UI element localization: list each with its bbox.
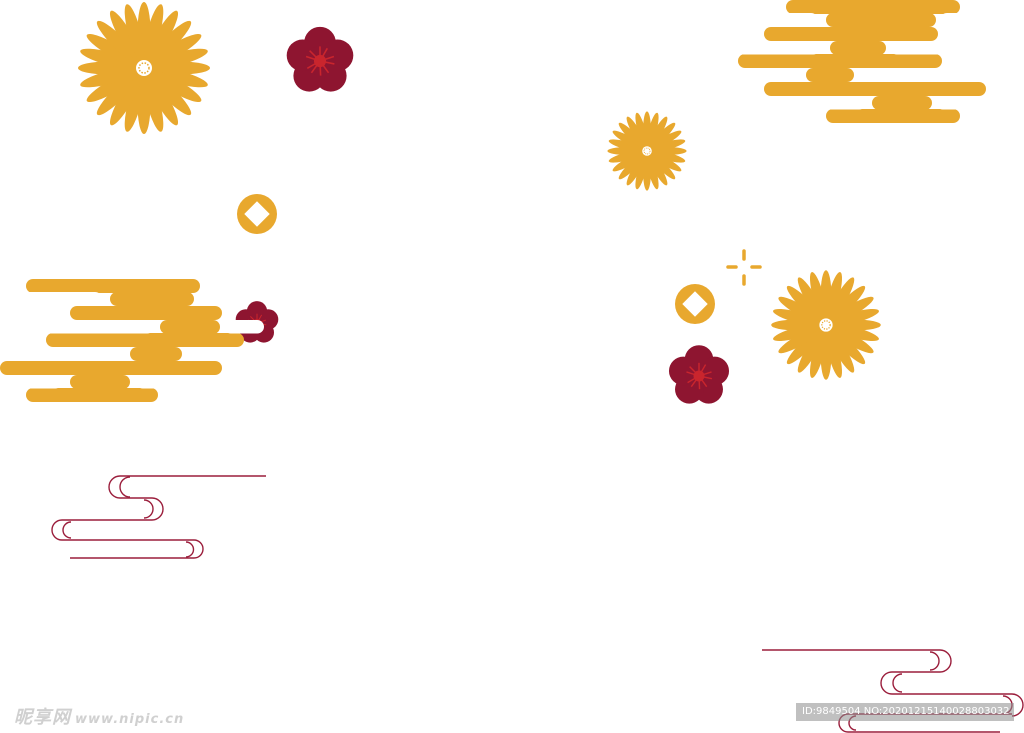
coin-icon [237,194,277,234]
auspicious-cloud-icon [0,279,244,402]
wave-line-icon [51,475,266,559]
sparkle-icon [726,249,762,286]
auspicious-cloud-icon [738,0,986,123]
chrysanthemum-icon [770,269,882,381]
watermark-site: www.nipic.cn [75,712,185,727]
plum-blossom-icon [668,344,730,405]
chrysanthemum-icon [77,1,211,135]
coin-icon [675,284,715,324]
watermark-logo-text: 昵享网 [14,707,71,728]
watermark-logo: 昵享网 www.nipic.cn [14,703,184,729]
watermark-id: ID:9849504 NO:20201215140028803032 [796,703,1014,721]
plum-blossom-icon [285,26,355,93]
chrysanthemum-icon [606,110,688,192]
